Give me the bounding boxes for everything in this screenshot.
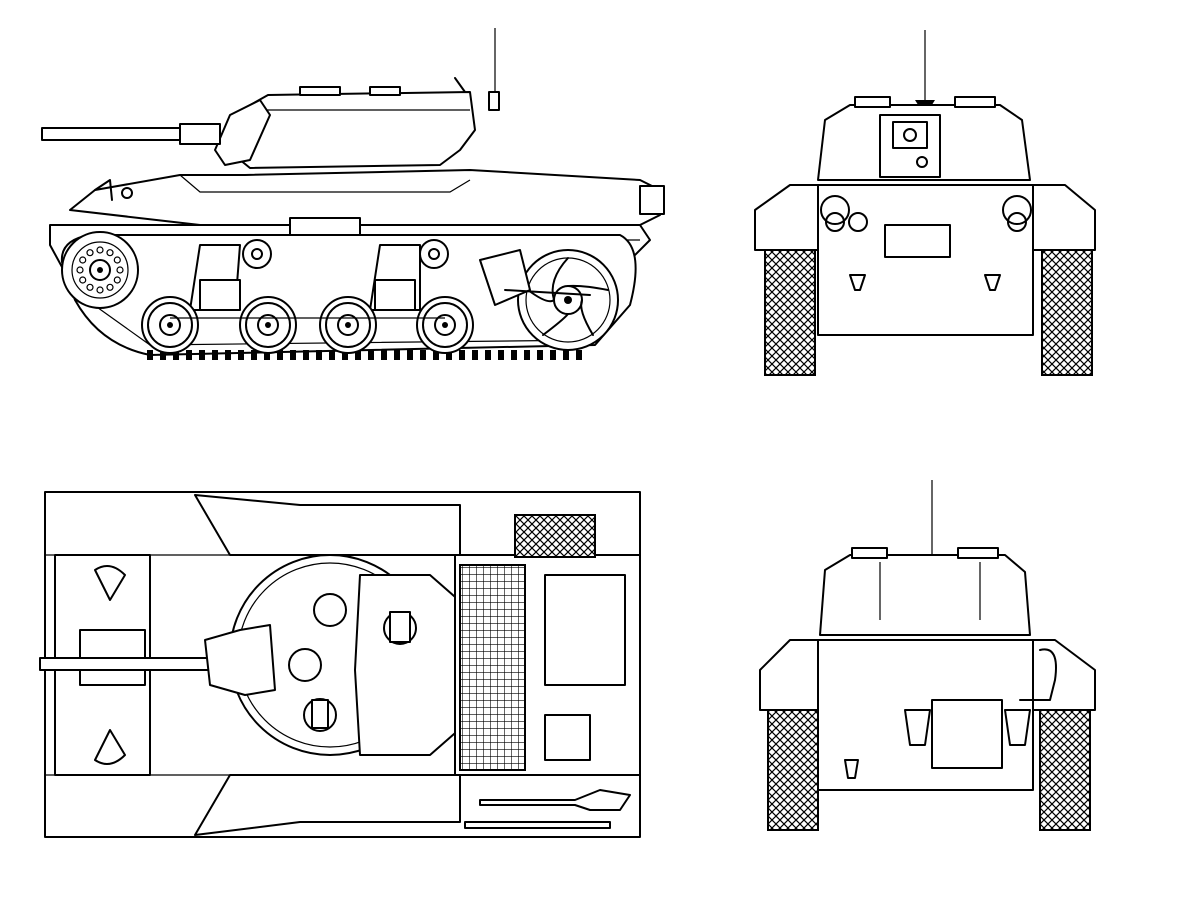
- track-link: [342, 350, 348, 360]
- left-track: [767, 709, 819, 831]
- shovel-icon: [479, 789, 631, 811]
- track-link: [277, 350, 283, 360]
- rear-light: [639, 185, 665, 215]
- idler-wheel-icon: [517, 249, 619, 351]
- track-link: [511, 350, 517, 360]
- road-wheel: [416, 296, 474, 354]
- sprocket-bolt: [96, 286, 104, 294]
- return-roller: [242, 239, 272, 269]
- headlight: [820, 195, 850, 225]
- track-link: [329, 350, 335, 360]
- track-link: [407, 350, 413, 360]
- track-link: [485, 350, 491, 360]
- road-wheel: [319, 296, 377, 354]
- right-track: [1039, 709, 1091, 831]
- track-link: [433, 350, 439, 360]
- track-link: [420, 350, 426, 360]
- turret: [227, 91, 476, 169]
- track-link: [303, 350, 309, 360]
- track-link: [459, 350, 465, 360]
- sprocket-bolt: [76, 266, 84, 274]
- right-track: [1041, 249, 1093, 376]
- sprocket-bolt: [79, 256, 87, 264]
- sprocket-bolt: [86, 249, 94, 257]
- track-link: [537, 350, 543, 360]
- engine-access-panel: [544, 714, 591, 761]
- sprocket-icon: [61, 231, 139, 309]
- sprocket-bolt: [113, 276, 121, 284]
- track-link: [160, 350, 166, 360]
- track-link: [212, 350, 218, 360]
- track-link: [186, 350, 192, 360]
- track-links: [147, 350, 582, 360]
- hatch-icon: [313, 593, 347, 627]
- track-link: [199, 350, 205, 360]
- track-link: [238, 350, 244, 360]
- sprocket-bolt: [106, 249, 114, 257]
- track-link: [498, 350, 504, 360]
- pickaxe-icon: [464, 821, 611, 829]
- track-link: [225, 350, 231, 360]
- headlight: [1002, 195, 1032, 225]
- rear-view: [759, 480, 1096, 831]
- track-link: [316, 350, 322, 360]
- front-view: [754, 30, 1096, 376]
- engine-access-panel: [544, 574, 626, 686]
- side-view: [41, 28, 665, 360]
- tow-hook: [984, 274, 1001, 291]
- gun-mantlet: [214, 99, 271, 166]
- track-link: [381, 350, 387, 360]
- left-track: [764, 249, 816, 376]
- track-link: [355, 350, 361, 360]
- track-link: [563, 350, 569, 360]
- track-link: [550, 350, 556, 360]
- hatch-icon: [288, 648, 322, 682]
- front-glacis: [817, 184, 1034, 336]
- sprocket-bolt: [116, 266, 124, 274]
- track-link: [264, 350, 270, 360]
- sprocket-bolt: [113, 256, 121, 264]
- road-wheel: [141, 296, 199, 354]
- road-wheel: [239, 296, 297, 354]
- gun-barrel-icon: [39, 657, 211, 671]
- track-link: [173, 350, 179, 360]
- sprocket-bolt: [79, 276, 87, 284]
- tow-hook: [844, 759, 859, 779]
- tow-hook: [849, 274, 866, 291]
- exhaust-grille: [514, 514, 596, 558]
- track-link: [147, 350, 153, 360]
- track-link: [524, 350, 530, 360]
- track-link: [394, 350, 400, 360]
- track-link: [446, 350, 452, 360]
- track-link: [251, 350, 257, 360]
- track-link: [290, 350, 296, 360]
- track-link: [368, 350, 374, 360]
- return-roller: [419, 239, 449, 269]
- sprocket-bolt: [96, 246, 104, 254]
- turret-rear: [819, 554, 1031, 636]
- upper-hull: [69, 169, 661, 226]
- sprocket-bolt: [86, 283, 94, 291]
- engine-grille-icon: [459, 564, 526, 771]
- rear-access-door: [931, 699, 1003, 769]
- track-link: [576, 350, 582, 360]
- track-link: [472, 350, 478, 360]
- exhaust-pipe: [1019, 648, 1057, 701]
- sprocket-bolt: [106, 283, 114, 291]
- turret-roof: [354, 574, 471, 756]
- gun-mantlet-top: [204, 624, 276, 696]
- top-view: [39, 491, 641, 838]
